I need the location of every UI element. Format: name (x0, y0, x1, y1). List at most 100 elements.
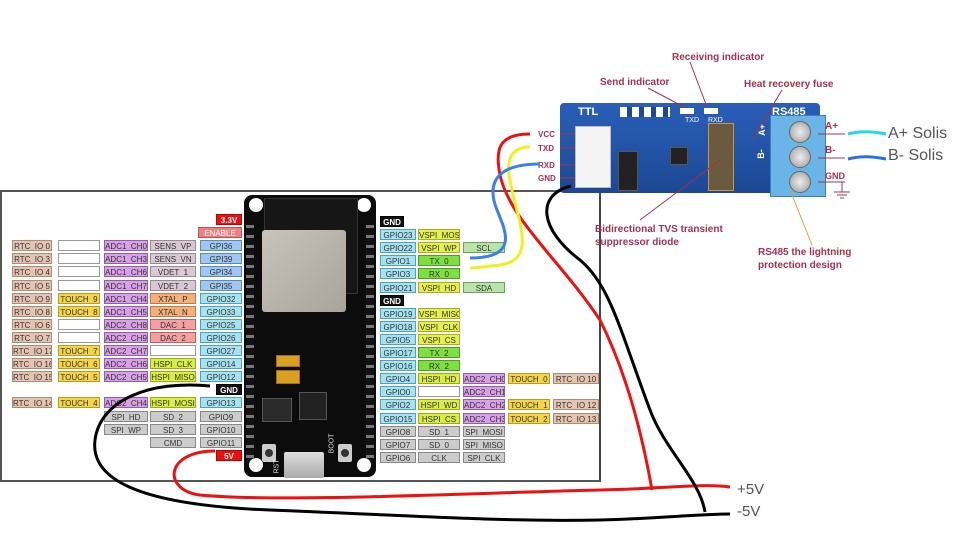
txd-led-label: TXD (685, 117, 699, 124)
rxd-pin-label: RXD (538, 161, 555, 170)
max485-chip (618, 151, 638, 191)
pin-label-adc2-ch8: ADC2_CH8 (104, 319, 148, 330)
pin-label-3-3v: 3.3V (216, 214, 242, 225)
pin-label-gpio14: GPIO14 (200, 358, 242, 369)
pin-label-hspi-miso: HSPI_MISO (150, 371, 196, 382)
pin-label-vspi-mosi: VSPI_MOSI (418, 229, 460, 240)
txd-led (680, 108, 694, 114)
pin-label-spi-miso: SPI_MISO (463, 439, 505, 450)
pin-label-cmd: CMD (150, 437, 196, 448)
pin-label-gpio4: GPIO4 (380, 373, 416, 384)
pin-label-spi-clk: SPI_CLK (463, 452, 505, 463)
pin-label-touch-5: TOUCH_5 (58, 371, 100, 382)
pin-label-gpi34: GPI34 (200, 266, 242, 277)
pin-label-hspi-mosi: HSPI_MOSI (150, 397, 196, 408)
pin-label-gpio18: GPIO18 (380, 321, 416, 332)
gnd-annotation: GND (825, 171, 845, 181)
a-plus-screw[interactable] (789, 121, 811, 143)
pin-label-sens-vn: SENS_VN (150, 253, 196, 264)
pin-label-rtc-io-5: RTC_IO 5 (12, 280, 52, 291)
rxd-led (704, 108, 718, 114)
fuse-pointer (751, 89, 783, 141)
receiving-pointer (689, 61, 708, 108)
pin-label-vspi-hd: VSPI_HD (418, 282, 460, 293)
pin-label-rtc-io-10: RTC_IO 10 (553, 373, 599, 384)
pin-label-rtc-io-8: RTC_IO 8 (12, 306, 52, 317)
pin-label-gpio16: GPIO16 (380, 360, 416, 371)
plus-5v-label: +5V (737, 481, 765, 498)
pin-label-gpio11: GPIO11 (200, 437, 242, 448)
b-minus-solis-label: B- Solis (888, 147, 944, 164)
pin-label-touch-2: TOUCH_2 (508, 413, 550, 424)
pin-label-adc2-ch5: ADC2_CH5 (104, 371, 148, 382)
pin-label-xtal-p: XTAL_P (150, 293, 196, 304)
pin-label-hspi-cs: HSPI_CS (418, 413, 460, 424)
pin-label-gpio32: GPIO32 (200, 293, 242, 304)
pin-label-adc2-ch9: ADC2_CH9 (104, 332, 148, 343)
capacitor (276, 370, 300, 384)
lightning-label-1: RS485 the lightning (758, 247, 852, 258)
left-header-pins (246, 225, 254, 465)
tvs-label-2: suppressor diode (595, 237, 679, 248)
minus-5v-label: -5V (737, 503, 761, 520)
pin-label-tx-2: TX_2 (418, 347, 460, 358)
pin-label-gpio2: GPIO2 (380, 399, 416, 410)
pin-label-rtc-io-3: RTC_IO 3 (12, 253, 52, 264)
pin-label-dac-2: DAC_2 (150, 332, 196, 343)
ic-chip (670, 147, 688, 165)
pin-label-sens-vp: SENS_VP (150, 240, 196, 251)
tvs-label-1: Bidirectional TVS transient (595, 224, 723, 235)
pin-label-vspi-clk: VSPI_CLK (418, 321, 460, 332)
pin-label-adc1-ch5: ADC1_CH5 (104, 306, 148, 317)
pin-label-gpio12: GPIO12 (200, 371, 242, 382)
mount-hole (249, 198, 263, 212)
pin-label-dac-1: DAC_1 (150, 319, 196, 330)
pin-label-gnd: GND (380, 216, 404, 227)
pin-label-gpio8: GPIO8 (380, 426, 416, 437)
micro-usb-port[interactable] (284, 452, 324, 478)
pin-label-adc1-ch4: ADC1_CH4 (104, 293, 148, 304)
ttl-header (620, 107, 670, 117)
pin-label-rtc-io-7: RTC_IO 7 (12, 332, 52, 343)
pin-label-gnd: GND (216, 384, 242, 395)
a-plus-solis-label: A+ Solis (888, 125, 948, 142)
pin-label-adc2-ch7: ADC2_CH7 (104, 345, 148, 356)
mount-hole (249, 458, 263, 472)
pin-label-rx-2: RX_2 (418, 360, 460, 371)
pin-label-rtc-io-16: RTC_IO 16 (12, 358, 52, 369)
pin-label-spi-mosi: SPI_MOSI (463, 426, 505, 437)
txd-wire (469, 145, 531, 270)
ttl-connector[interactable] (575, 126, 611, 188)
b-minus-wire (847, 155, 887, 161)
b-minus-annotation: B- (825, 145, 836, 156)
capacitor (276, 355, 300, 367)
pin-label-vspi-miso: VSPI_MISO (418, 308, 460, 319)
pin-label-clk: CLK (418, 452, 460, 463)
pin-arrows (560, 61, 850, 246)
pin-label-adc1-ch3: ADC1_CH3 (104, 253, 148, 264)
pin-label-gpio23: GPIO23 (380, 229, 416, 240)
screw-terminal[interactable] (770, 115, 826, 197)
pin-label-touch-1: TOUCH_1 (508, 399, 550, 410)
pin-label-gpio21: GPIO21 (380, 282, 416, 293)
pin-label-empty (58, 266, 100, 277)
pin-label-5v: 5V (216, 450, 242, 461)
pin-label-touch-7: TOUCH_7 (58, 345, 100, 356)
pin-label-sd-1: SD_1 (418, 426, 460, 437)
lightning-label-2: protection design (758, 260, 842, 271)
pin-label-touch-8: TOUCH_8 (58, 306, 100, 317)
pin-label-adc2-ch0: ADC2_CH0 (463, 373, 505, 384)
boot-button[interactable] (338, 444, 352, 462)
pin-label-gpi35: GPI35 (200, 280, 242, 291)
heat-fuse-label: Heat recovery fuse (744, 79, 834, 90)
tvs-pointer (639, 159, 721, 221)
rxd-wire (469, 162, 541, 260)
rst-button[interactable] (262, 444, 276, 462)
pin-label-vdet-2: VDET_2 (150, 280, 196, 291)
pin-label-gpi39: GPI39 (200, 253, 242, 264)
pin-label-gnd: GND (380, 295, 404, 306)
pin-label-gpio6: GPIO6 (380, 452, 416, 463)
b-minus-screw[interactable] (789, 146, 811, 168)
gnd-screw[interactable] (789, 171, 811, 193)
